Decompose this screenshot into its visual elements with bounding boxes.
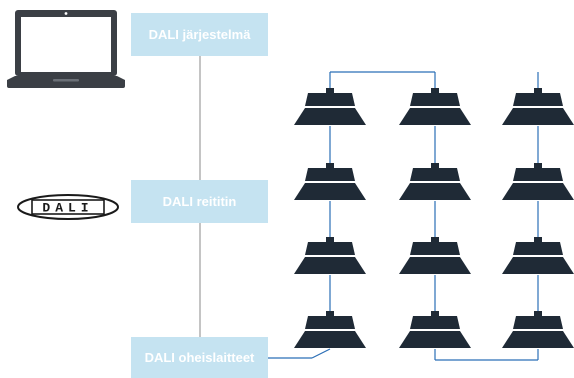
dali-system-box: DALI järjestelmä: [131, 13, 268, 56]
ceiling-luminaire-icon: [294, 88, 366, 125]
ceiling-luminaire-icon: [294, 237, 366, 274]
dali-logo-text: DALI: [42, 201, 93, 216]
ceiling-luminaire-icon: [294, 163, 366, 200]
ceiling-luminaire-icon: [502, 163, 574, 200]
dali-logo-icon: DALI: [17, 194, 119, 220]
dali-peripherals-box: DALI oheislaitteet: [131, 337, 268, 378]
dali-router-box: DALI reititin: [131, 180, 268, 223]
ceiling-luminaire-icon: [399, 311, 471, 348]
dali-router-label: DALI reititin: [162, 194, 237, 209]
wire-segment: [311, 348, 331, 359]
laptop-icon: [7, 10, 125, 88]
ceiling-luminaire-icon: [502, 88, 574, 125]
ceiling-luminaire-icon: [294, 311, 366, 348]
ceiling-luminaire-icon: [502, 237, 574, 274]
luminaire-grid: [294, 88, 574, 348]
ceiling-luminaire-icon: [399, 163, 471, 200]
dali-system-label: DALI järjestelmä: [148, 27, 251, 42]
ceiling-luminaire-icon: [399, 88, 471, 125]
ceiling-luminaire-icon: [399, 237, 471, 274]
luminaire-wiring: [268, 71, 539, 361]
dali-peripherals-label: DALI oheislaitteet: [144, 350, 255, 365]
ceiling-luminaire-icon: [502, 311, 574, 348]
